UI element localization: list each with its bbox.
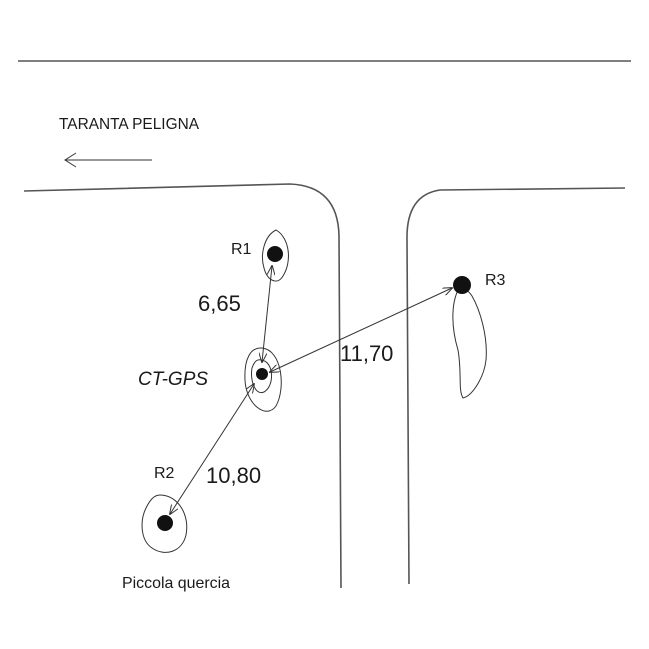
r2-marker	[141, 494, 188, 553]
tree-note: Piccola quercia	[122, 575, 230, 592]
direction-label: TARANTA PELIGNA	[59, 116, 199, 133]
distance-r1-label: 6,65	[198, 291, 241, 316]
r3-label: R3	[485, 272, 506, 289]
ct-gps-label: CT-GPS	[138, 369, 208, 390]
arrow-r2-ct	[170, 384, 254, 514]
r2-label: R2	[154, 465, 175, 482]
direction-arrow-icon	[64, 152, 152, 168]
distance-r3-label: 11,70	[340, 341, 393, 366]
distance-r2-label: 10,80	[206, 463, 261, 488]
road-curb-right	[406, 187, 626, 585]
r3-marker	[452, 276, 487, 399]
r1-marker	[262, 229, 289, 282]
arrow-r1-ct	[262, 266, 272, 362]
ct-gps-marker	[244, 347, 282, 412]
arrow-r3-ct	[270, 288, 452, 372]
r1-label: R1	[231, 241, 252, 258]
road-curb-left	[23, 183, 342, 589]
